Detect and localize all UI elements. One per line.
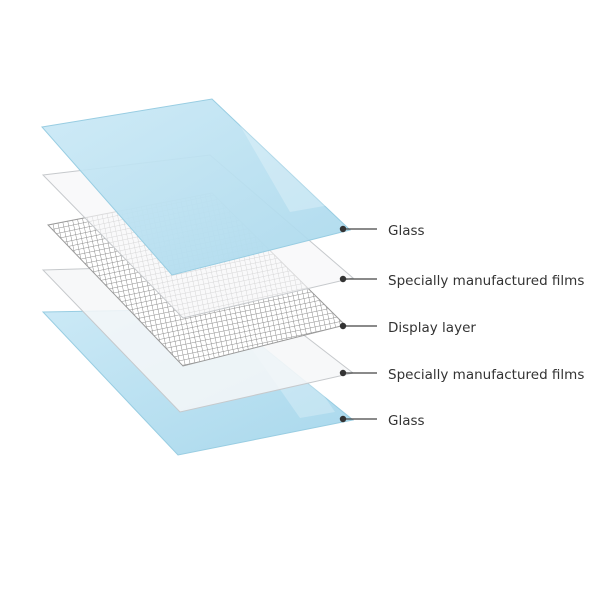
callouts: Glass Specially manufactured films Displ… (339, 223, 584, 429)
label-glass-bottom: Glass (388, 413, 425, 429)
callout-glass-bottom: Glass (339, 413, 425, 429)
glass-top-shine (230, 104, 330, 212)
callout-glass-top: Glass (339, 223, 425, 239)
callout-film-top: Specially manufactured films (339, 273, 584, 289)
label-film-top: Specially manufactured films (388, 273, 584, 289)
callout-film-bottom: Specially manufactured films (339, 367, 584, 383)
callout-dot (339, 369, 347, 377)
label-film-bottom: Specially manufactured films (388, 367, 584, 383)
glass-top-plate (41, 98, 352, 276)
label-glass-top: Glass (388, 223, 425, 239)
callout-dot (339, 275, 347, 283)
callout-display: Display layer (339, 320, 476, 336)
callout-dot (339, 225, 347, 233)
callout-dot (339, 322, 347, 330)
layer-glass-top (41, 98, 352, 276)
label-display: Display layer (388, 320, 476, 336)
callout-dot (339, 415, 347, 423)
